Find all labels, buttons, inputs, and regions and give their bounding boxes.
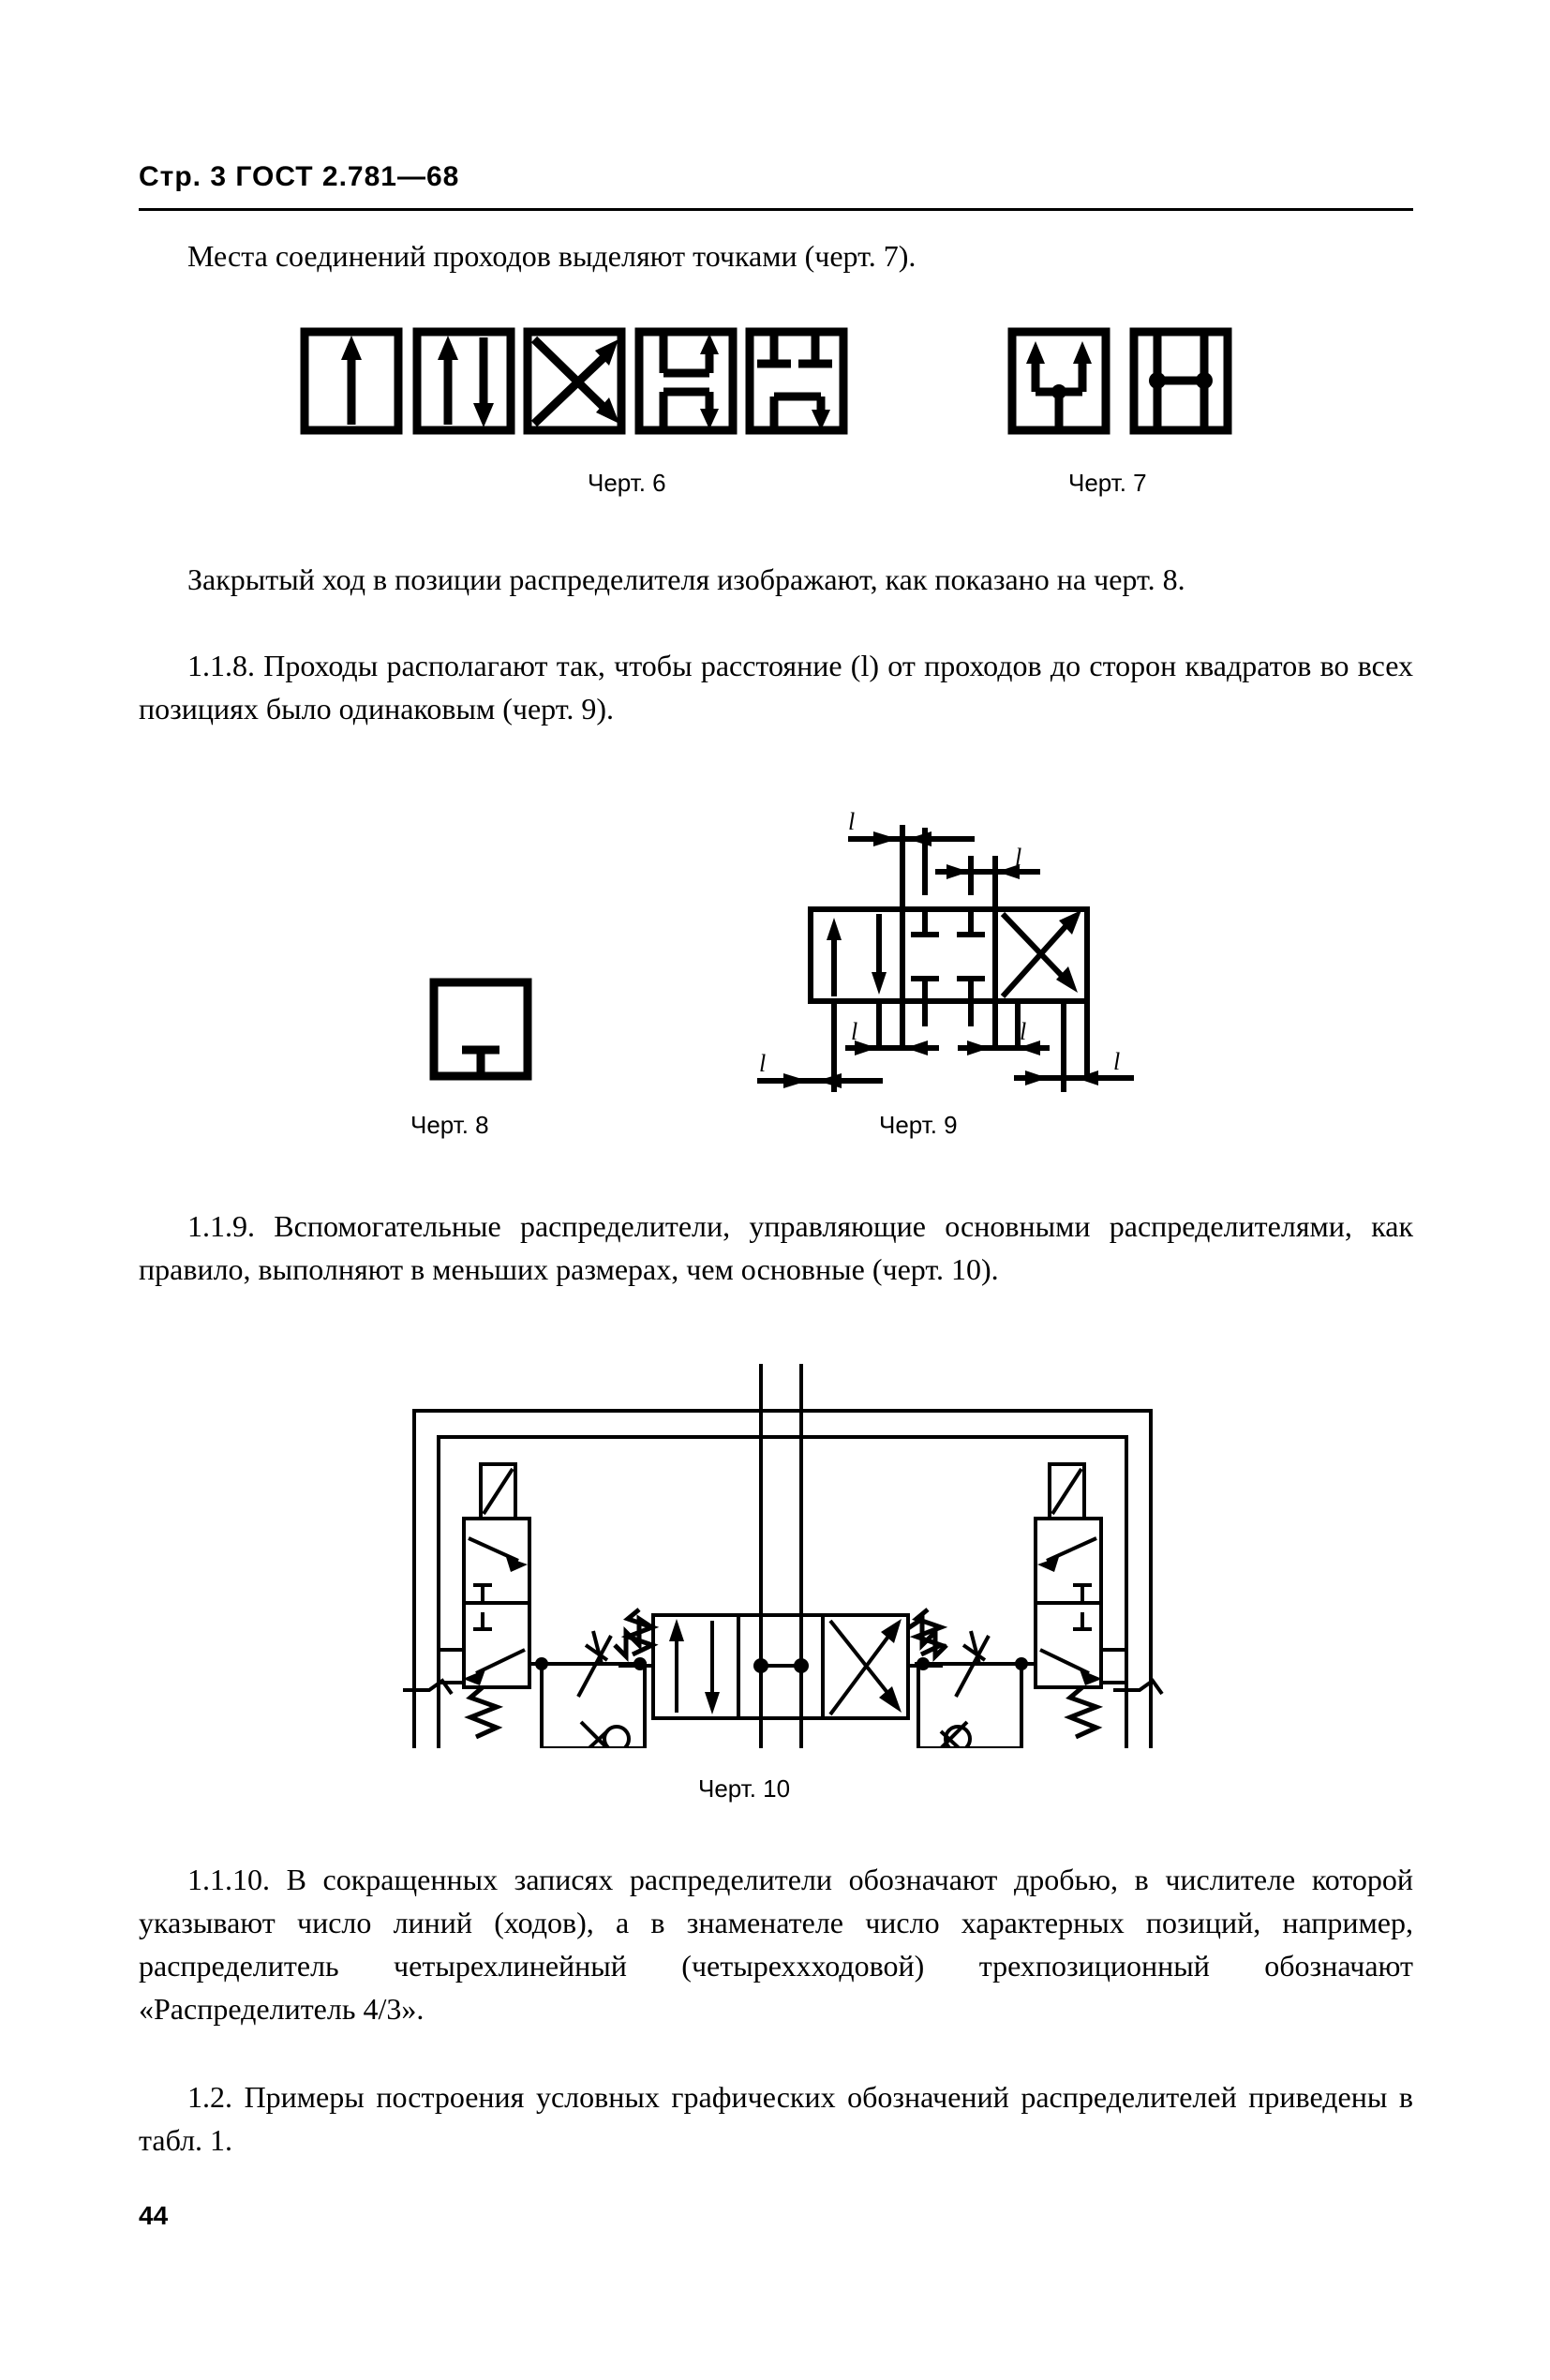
page-number-footer: 44 — [139, 2201, 169, 2230]
paragraph-places-of-connection: Места соединений проходов выделяют точка… — [187, 239, 917, 273]
figure-7-caption: Черт. 7 — [1068, 469, 1147, 497]
paragraph-1-2: 1.2. Примеры построения условных графиче… — [139, 2080, 1413, 2157]
paragraph-1-1-10: 1.1.10. В сокращенных записях распредели… — [139, 1863, 1413, 2026]
figure-6-caption: Черт. 6 — [588, 469, 666, 497]
figure-9-caption: Черт. 9 — [879, 1111, 958, 1139]
header-divider — [139, 208, 1413, 211]
dimension-label-l-bottom-right: l — [1113, 1048, 1120, 1075]
figure-7-symbols — [1007, 326, 1251, 439]
dimension-label-l-bottom-inner-right: l — [1020, 1018, 1026, 1045]
dimension-label-l-top-left: l — [848, 808, 855, 835]
figure-8-symbol — [429, 978, 532, 1081]
dimension-label-l-top-right: l — [1015, 844, 1021, 871]
figure-9-symbol: l l l l l l — [740, 792, 1200, 1092]
figure-8-caption: Черт. 8 — [410, 1111, 489, 1139]
paragraph-1-1-9: 1.1.9. Вспомогательные распределители, у… — [139, 1209, 1413, 1286]
paragraph-closed-passage: Закрытый ход в позиции распределителя из… — [187, 562, 1185, 596]
figure-6-symbols — [300, 326, 881, 439]
figure-10-caption: Черт. 10 — [698, 1774, 791, 1803]
paragraph-1-1-8: 1.1.8. Проходы располагают так, чтобы ра… — [139, 649, 1413, 726]
page-header: Стр. 3 ГОСТ 2.781—68 — [139, 161, 460, 192]
dimension-label-l-bottom-left: l — [759, 1050, 766, 1077]
figure-10-symbol — [394, 1364, 1171, 1748]
dimension-label-l-bottom-inner-left: l — [851, 1018, 857, 1045]
